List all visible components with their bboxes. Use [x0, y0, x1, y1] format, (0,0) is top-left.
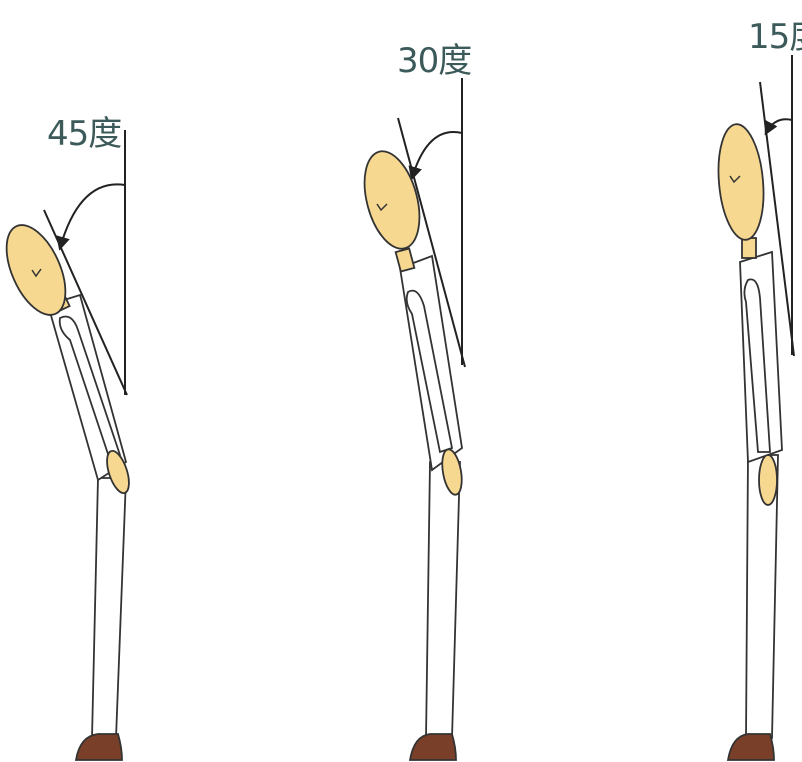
- shoe: [728, 734, 774, 760]
- figure-bow-15: 15度: [714, 17, 802, 760]
- legs: [92, 478, 126, 738]
- head: [714, 122, 768, 241]
- shoe: [410, 734, 456, 760]
- angle-arc: [412, 132, 462, 178]
- hand: [759, 455, 777, 505]
- angle-label-30: 30度: [397, 41, 471, 81]
- shoe: [76, 734, 122, 760]
- angle-label-45: 45度: [47, 114, 121, 154]
- angle-arc: [766, 119, 792, 133]
- angle-label-15: 15度: [748, 17, 802, 57]
- legs: [426, 462, 460, 738]
- figure-bow-30: 30度: [355, 41, 471, 760]
- neck: [742, 238, 756, 258]
- figure-bow-45: 45度: [0, 114, 133, 760]
- angle-arc: [60, 184, 125, 248]
- neck: [396, 249, 415, 272]
